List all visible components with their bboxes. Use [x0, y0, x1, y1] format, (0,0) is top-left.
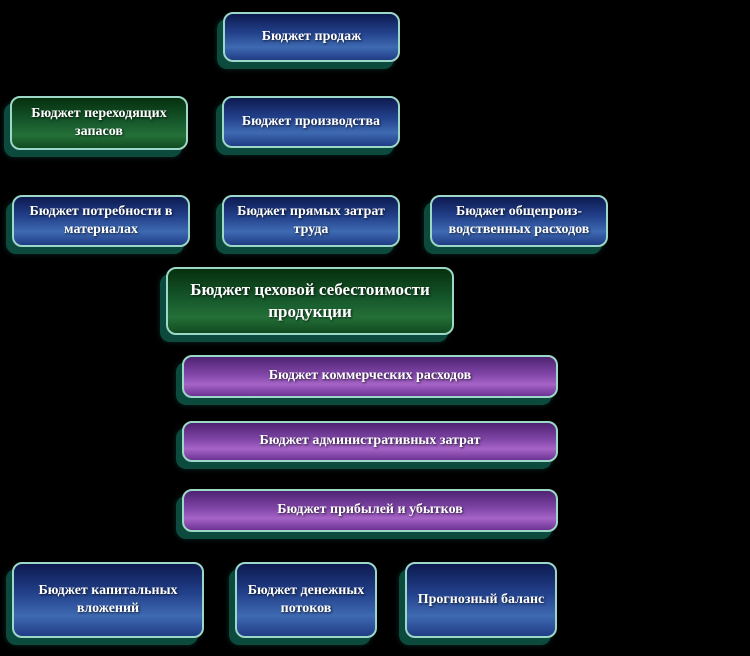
node-budget-carryover-stocks: Бюджет переходящих запасов	[10, 96, 188, 150]
node-budget-profit-loss: Бюджет прибылей и убытков	[182, 489, 558, 532]
node-budget-cash-flow: Бюджет денежных потоков	[235, 562, 377, 638]
node-budget-materials-need: Бюджет потребности в материалах	[12, 195, 190, 247]
node-budget-production: Бюджет производства	[222, 96, 400, 148]
node-budget-direct-labor: Бюджет прямых затрат труда	[222, 195, 400, 247]
node-budget-sales: Бюджет продаж	[223, 12, 400, 62]
node-budget-shop-cost: Бюджет цеховой себестоимости продукции	[166, 267, 454, 335]
node-budget-overhead: Бюджет общепроиз- водственных расходов	[430, 195, 608, 247]
node-forecast-balance: Прогнозный баланс	[405, 562, 557, 638]
node-budget-administrative: Бюджет административных затрат	[182, 421, 558, 462]
node-budget-capital: Бюджет капитальных вложений	[12, 562, 204, 638]
node-budget-commercial: Бюджет коммерческих расходов	[182, 355, 558, 398]
